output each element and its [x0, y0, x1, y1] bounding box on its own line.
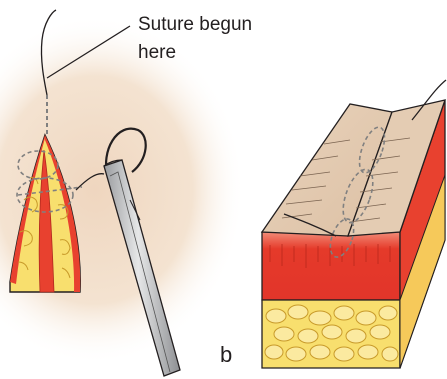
tissue-dermis: [262, 232, 400, 300]
panel-b: [262, 80, 446, 368]
panel-label-b: b: [220, 342, 232, 368]
panel-a: [0, 10, 245, 376]
callout-label-line2: here: [138, 42, 176, 64]
callout-label-line1: Suture begun: [138, 14, 252, 36]
